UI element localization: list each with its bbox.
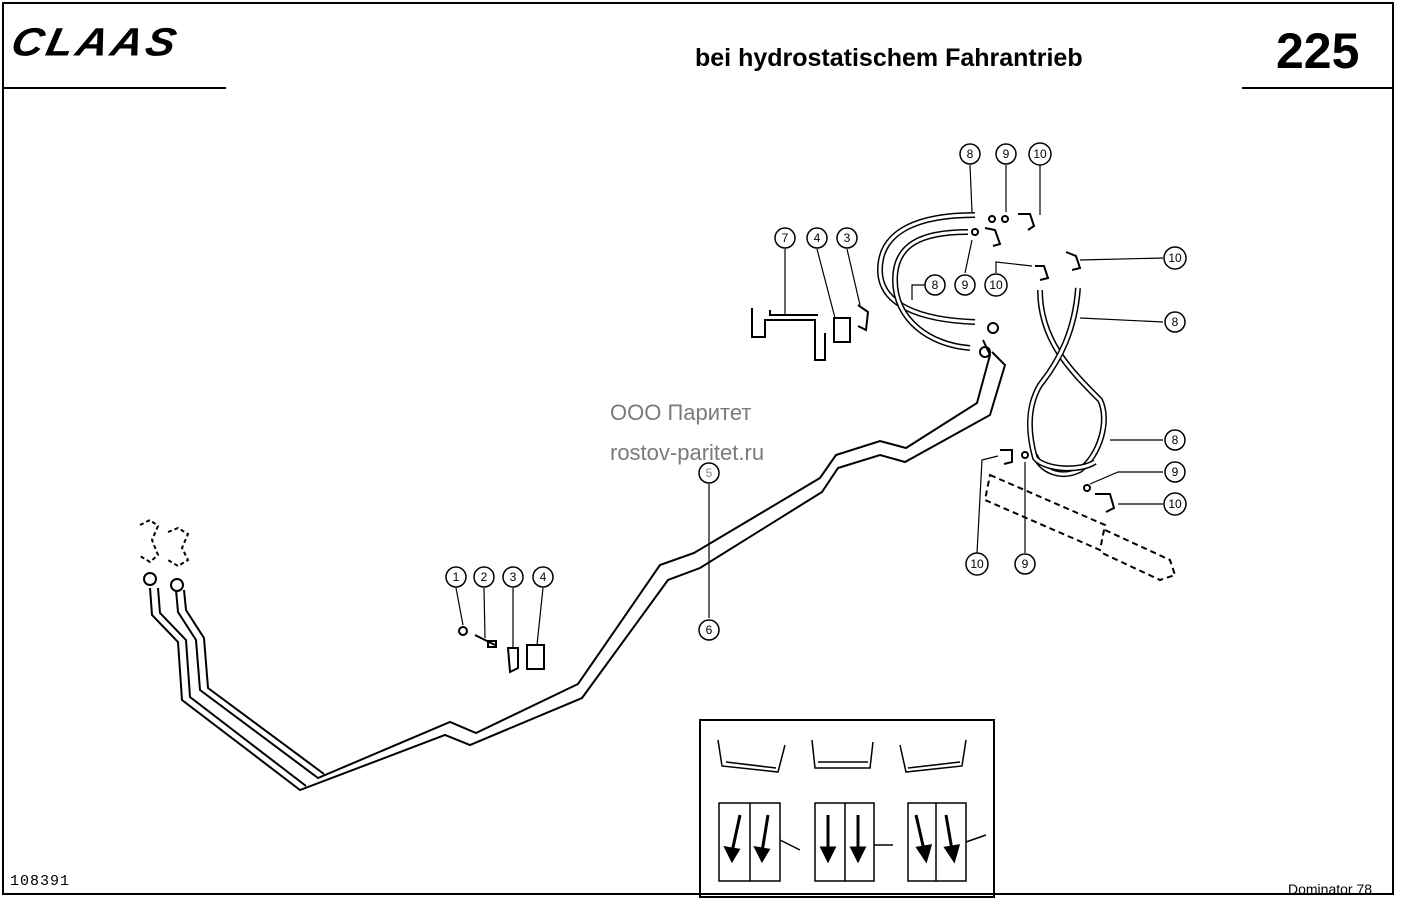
inset-views [717, 739, 987, 882]
model-label: Dominator 78 [1288, 881, 1373, 897]
callout-c6: 6 [705, 623, 713, 637]
watermark-url: rostov-paritet.ru [610, 440, 765, 465]
callout-c4b: 4 [813, 231, 821, 245]
watermark-company: ООО Паритет [610, 400, 752, 425]
callout-c3a: 3 [509, 570, 517, 584]
callout-c9c: 9 [1171, 465, 1179, 479]
callout-c9a: 9 [1002, 147, 1010, 161]
hose-assembly-left [876, 212, 1050, 358]
callout-c7: 7 [781, 231, 789, 245]
callout-c10b: 10 [989, 278, 1003, 292]
header-rule-left [2, 87, 226, 89]
callout-c2: 2 [480, 570, 488, 584]
callout-c8d: 8 [1171, 433, 1179, 447]
hydraulic-pipe-5 [139, 339, 1007, 792]
callout-c10c: 10 [1168, 251, 1182, 265]
inset-frame [699, 719, 995, 898]
callout-c8a: 8 [966, 147, 974, 161]
header-rule-right [1242, 87, 1394, 89]
callout-c10d: 10 [1168, 497, 1182, 511]
callout-c4a: 4 [539, 570, 547, 584]
callout-c5: 5 [705, 466, 713, 480]
page-number: 225 [1276, 23, 1360, 79]
callout-c10a: 10 [1033, 147, 1047, 161]
inset-arrows [723, 814, 961, 864]
hose-assembly-right [1000, 251, 1116, 513]
callout-c9d: 9 [1021, 557, 1029, 571]
bracket-assembly-upper [751, 304, 870, 361]
page-title: bei hydrostatischem Fahrantrieb [695, 44, 1083, 72]
callout-c8b: 8 [931, 278, 939, 292]
callout-c9b: 9 [961, 278, 969, 292]
document-number: 108391 [10, 873, 71, 890]
hydraulic-cylinder-outline [983, 473, 1177, 582]
callout-c3b: 3 [843, 231, 851, 245]
callout-c10e: 10 [970, 557, 984, 571]
callout-c8c: 8 [1171, 315, 1179, 329]
clamp-assembly-lower [458, 626, 545, 674]
callout-c1: 1 [452, 570, 460, 584]
